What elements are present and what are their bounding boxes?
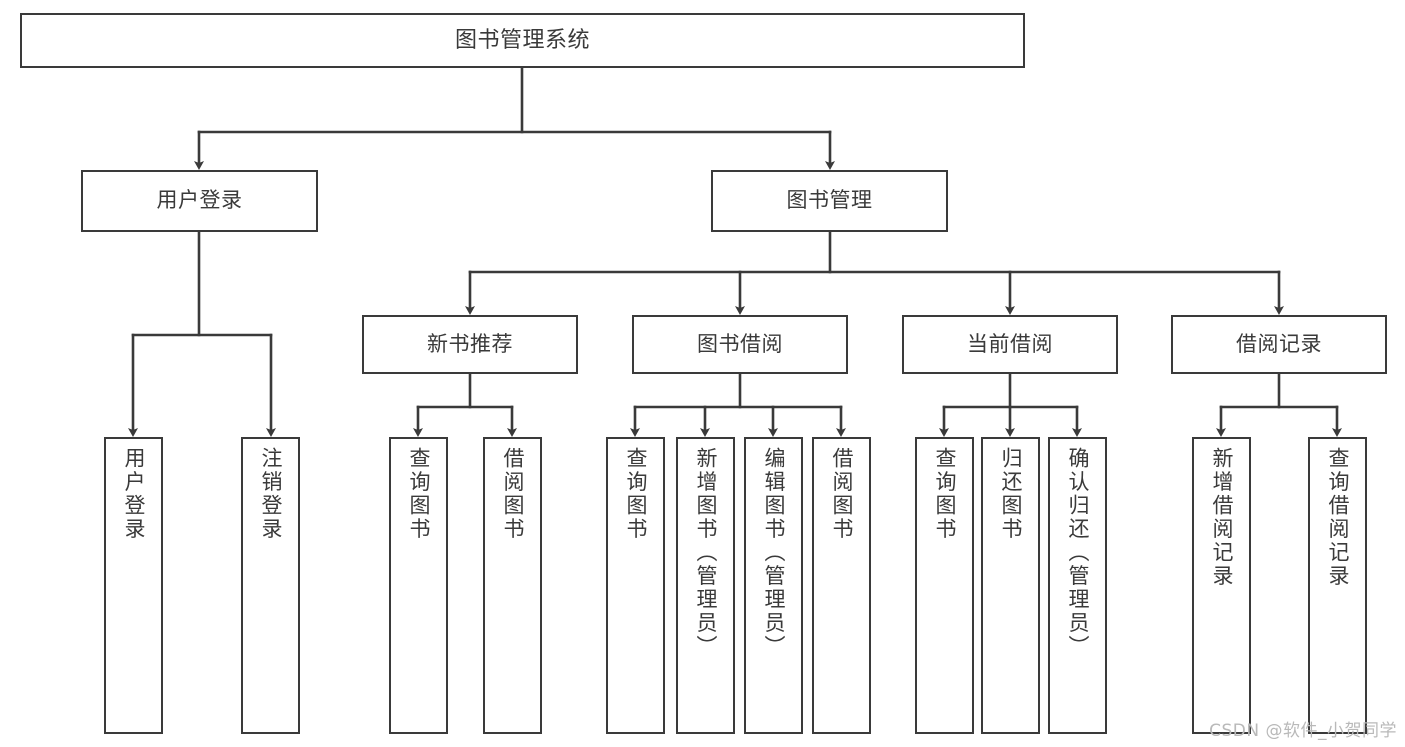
node-borrow-record[interactable]: 借阅记录: [1171, 315, 1387, 374]
node-leaf-return-book[interactable]: 归还图书: [981, 437, 1040, 734]
node-label: 查询图书: [624, 447, 648, 541]
node-label: 借阅记录: [1236, 331, 1322, 356]
node-leaf-query-book-1[interactable]: 查询图书: [389, 437, 448, 734]
node-label: 注销登录: [259, 447, 283, 541]
node-label: 新增图书（管理员）: [694, 447, 718, 659]
csdn-watermark: CSDN @软件_小贺同学: [1209, 721, 1397, 741]
node-new-book-recommend[interactable]: 新书推荐: [362, 315, 578, 374]
node-label: 确认归还（管理员）: [1066, 447, 1090, 659]
node-leaf-logout-login[interactable]: 注销登录: [241, 437, 300, 734]
node-leaf-query-book-3[interactable]: 查询图书: [915, 437, 974, 734]
node-label: 查询图书: [933, 447, 957, 541]
node-label: 编辑图书（管理员）: [762, 447, 786, 659]
node-current-borrow[interactable]: 当前借阅: [902, 315, 1118, 374]
node-leaf-edit-book[interactable]: 编辑图书（管理员）: [744, 437, 803, 734]
node-label: 用户登录: [156, 188, 243, 213]
node-label: 当前借阅: [967, 331, 1053, 356]
node-label: 归还图书: [999, 447, 1023, 541]
node-label: 借阅图书: [830, 447, 854, 541]
node-label: 查询图书: [407, 447, 431, 541]
node-leaf-confirm-return[interactable]: 确认归还（管理员）: [1048, 437, 1107, 734]
node-user-login[interactable]: 用户登录: [81, 170, 318, 232]
node-book-borrow[interactable]: 图书借阅: [632, 315, 848, 374]
node-label: 图书借阅: [697, 331, 783, 356]
node-label: 图书管理: [786, 188, 873, 213]
node-root-system[interactable]: 图书管理系统: [20, 13, 1025, 68]
node-leaf-add-record[interactable]: 新增借阅记录: [1192, 437, 1251, 734]
node-label: 图书管理系统: [454, 27, 590, 53]
node-label: 新增借阅记录: [1210, 447, 1234, 588]
node-leaf-borrow-book-1[interactable]: 借阅图书: [483, 437, 542, 734]
node-leaf-query-book-2[interactable]: 查询图书: [606, 437, 665, 734]
node-leaf-add-book[interactable]: 新增图书（管理员）: [676, 437, 735, 734]
node-leaf-borrow-book-2[interactable]: 借阅图书: [812, 437, 871, 734]
node-label: 用户登录: [122, 447, 146, 541]
node-label: 新书推荐: [427, 331, 513, 356]
node-label: 借阅图书: [501, 447, 525, 541]
node-label: 查询借阅记录: [1326, 447, 1350, 588]
node-book-manage[interactable]: 图书管理: [711, 170, 948, 232]
node-leaf-query-record[interactable]: 查询借阅记录: [1308, 437, 1367, 734]
node-leaf-user-login[interactable]: 用户登录: [104, 437, 163, 734]
